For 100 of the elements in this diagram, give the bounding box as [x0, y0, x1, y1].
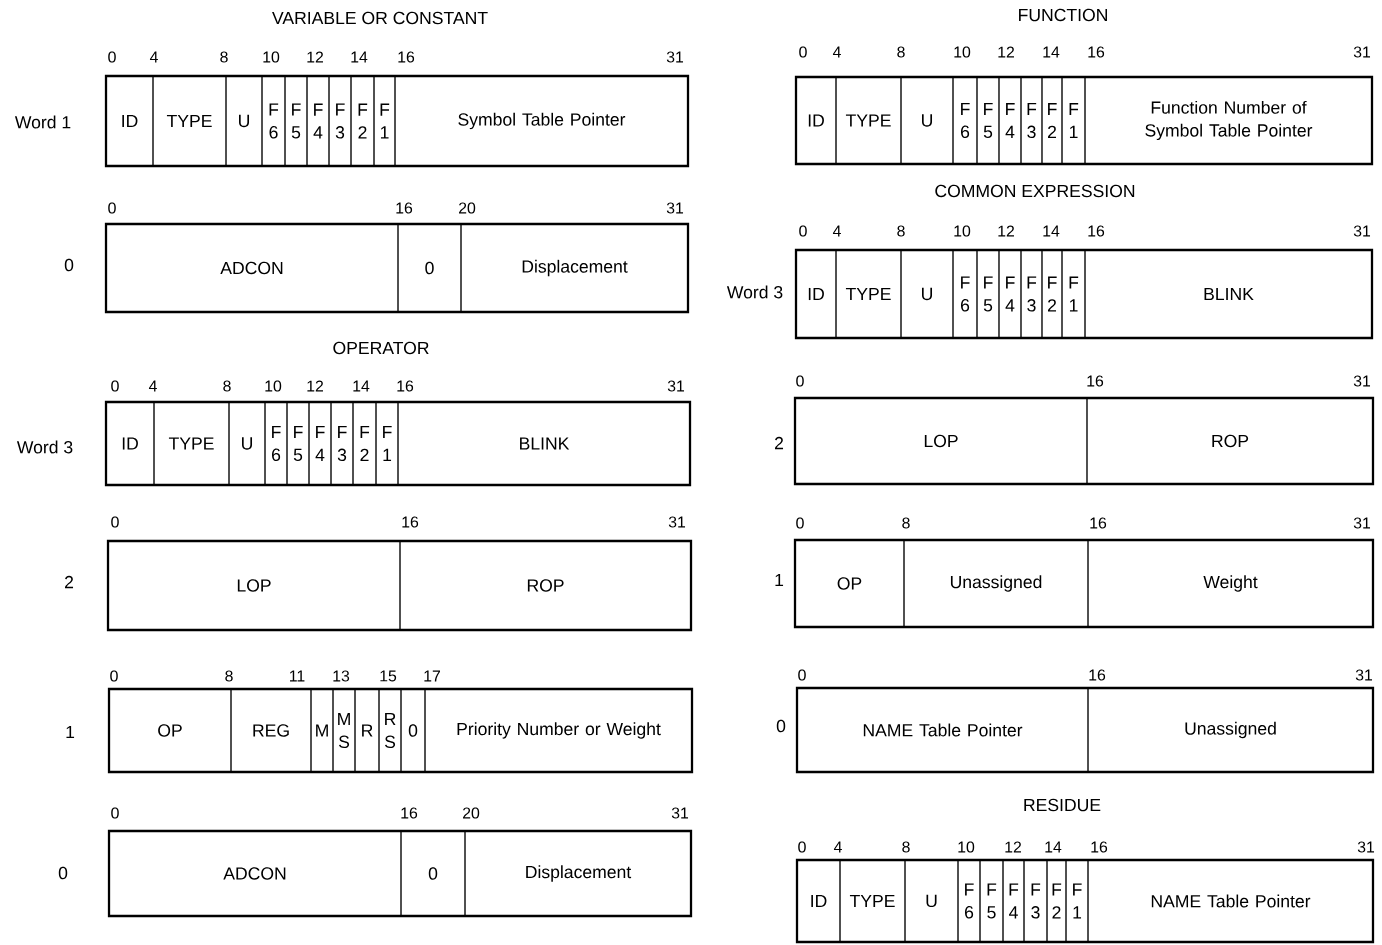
- bit-number: 16: [1088, 225, 1105, 237]
- bit-number: 13: [333, 670, 350, 682]
- field-cell: TYPE: [839, 859, 906, 943]
- row-label: Word 3: [16, 440, 73, 454]
- field-cell: F 1: [1065, 859, 1089, 943]
- field-cell: F 5: [286, 401, 310, 486]
- field-cell: Symbol Table Pointer: [394, 75, 689, 167]
- bit-number: 14: [351, 51, 368, 63]
- field-cell: U: [228, 401, 266, 486]
- field-cell: F 6: [952, 76, 978, 165]
- bit-number: 4: [833, 841, 842, 853]
- bit-number: 8: [225, 670, 233, 682]
- bit-number: 20: [459, 202, 476, 214]
- bit-number: 12: [998, 225, 1014, 237]
- field-cell: 0: [397, 223, 462, 313]
- section-heading: OPERATOR: [333, 341, 429, 355]
- field-cell: F 2: [1041, 249, 1063, 339]
- row-label: Word 3: [726, 285, 783, 299]
- bit-number: 12: [998, 46, 1014, 58]
- field-cell: ADCON: [105, 223, 399, 313]
- bit-number: 4: [832, 225, 841, 237]
- field-cell: F 2: [1041, 76, 1063, 165]
- bit-number: 14: [1043, 46, 1060, 58]
- field-cell: ID: [105, 75, 154, 167]
- field-cell: F 3: [1023, 859, 1048, 943]
- field-cell: F 3: [328, 75, 352, 167]
- field-cell: LOP: [794, 397, 1088, 485]
- bit-number: 31: [1353, 517, 1370, 529]
- field-cell: F 5: [979, 859, 1004, 943]
- bit-number: 12: [1005, 841, 1021, 853]
- bit-number: 4: [832, 46, 841, 58]
- row-label: 1: [66, 725, 75, 739]
- field-cell: Unassigned: [903, 539, 1089, 628]
- bit-number: 8: [902, 517, 910, 529]
- field-cell: Weight: [1087, 539, 1374, 628]
- field-cell: TYPE: [153, 401, 230, 486]
- bit-number: 0: [799, 225, 807, 237]
- bit-number: 11: [290, 670, 305, 682]
- bit-number: 16: [1087, 375, 1104, 387]
- bit-number: 17: [424, 670, 440, 682]
- field-cell: F 6: [261, 75, 286, 167]
- field-cell: ID: [105, 401, 155, 486]
- field-cell: F 2: [352, 401, 377, 486]
- bit-number: 16: [401, 807, 418, 819]
- bit-number: 0: [111, 807, 119, 819]
- field-cell: Unassigned: [1087, 687, 1374, 773]
- bit-number: 16: [398, 51, 415, 63]
- row-label: 0: [64, 258, 74, 272]
- bit-number: 20: [463, 807, 480, 819]
- bit-number: 0: [798, 669, 806, 681]
- field-cell: F 6: [957, 859, 981, 943]
- field-cell: F 4: [998, 249, 1022, 339]
- bit-number: 14: [1043, 225, 1060, 237]
- field-cell: ID: [795, 249, 837, 339]
- field-cell: F 2: [1046, 859, 1067, 943]
- bit-number: 14: [1045, 841, 1062, 853]
- field-cell: R: [354, 688, 380, 773]
- field-cell: U: [904, 859, 959, 943]
- field-cell: F 5: [284, 75, 308, 167]
- field-cell: F 2: [350, 75, 375, 167]
- field-cell: OP: [794, 539, 905, 628]
- field-cell: F 4: [308, 401, 332, 486]
- bit-number: 16: [1088, 46, 1105, 58]
- row-label: 2: [65, 575, 73, 589]
- bit-number: 0: [798, 841, 806, 853]
- section-heading: COMMON EXPRESSION: [935, 184, 1135, 198]
- bit-number: 0: [108, 51, 116, 63]
- field-cell: U: [900, 249, 954, 339]
- field-cell: LOP: [107, 540, 401, 631]
- field-cell: Displacement: [464, 830, 692, 917]
- bit-number: 31: [1353, 46, 1370, 58]
- section-heading: VARIABLE OR CONSTANT: [272, 11, 488, 25]
- bit-number: 0: [796, 517, 804, 529]
- field-cell: BLINK: [397, 401, 691, 486]
- field-cell: BLINK: [1084, 249, 1373, 339]
- field-cell: F 3: [330, 401, 354, 486]
- field-cell: REG: [230, 688, 312, 773]
- bit-number: 10: [954, 225, 971, 237]
- bit-number: 16: [397, 380, 414, 392]
- bit-number: 16: [1090, 517, 1107, 529]
- bit-number: 31: [1355, 669, 1372, 681]
- field-cell: F 4: [306, 75, 330, 167]
- bit-number: 8: [897, 46, 905, 58]
- bit-number: 10: [954, 46, 971, 58]
- bit-number: 8: [220, 51, 228, 63]
- field-cell: F 6: [264, 401, 288, 486]
- field-cell: F 1: [373, 75, 396, 167]
- row-label: Word 1: [14, 115, 71, 129]
- bit-number: 8: [897, 225, 905, 237]
- bit-number: 0: [111, 516, 119, 528]
- section-heading: RESIDUE: [1024, 798, 1101, 812]
- bit-number: 12: [307, 380, 323, 392]
- field-cell: ADCON: [108, 830, 402, 917]
- field-cell: NAME Table Pointer: [1087, 859, 1374, 943]
- bit-number: 10: [958, 841, 975, 853]
- field-cell: F 6: [952, 249, 978, 339]
- field-cell: ROP: [1086, 397, 1374, 485]
- field-cell: R S: [378, 688, 402, 773]
- bit-number: 10: [263, 51, 280, 63]
- bit-number: 15: [380, 670, 397, 682]
